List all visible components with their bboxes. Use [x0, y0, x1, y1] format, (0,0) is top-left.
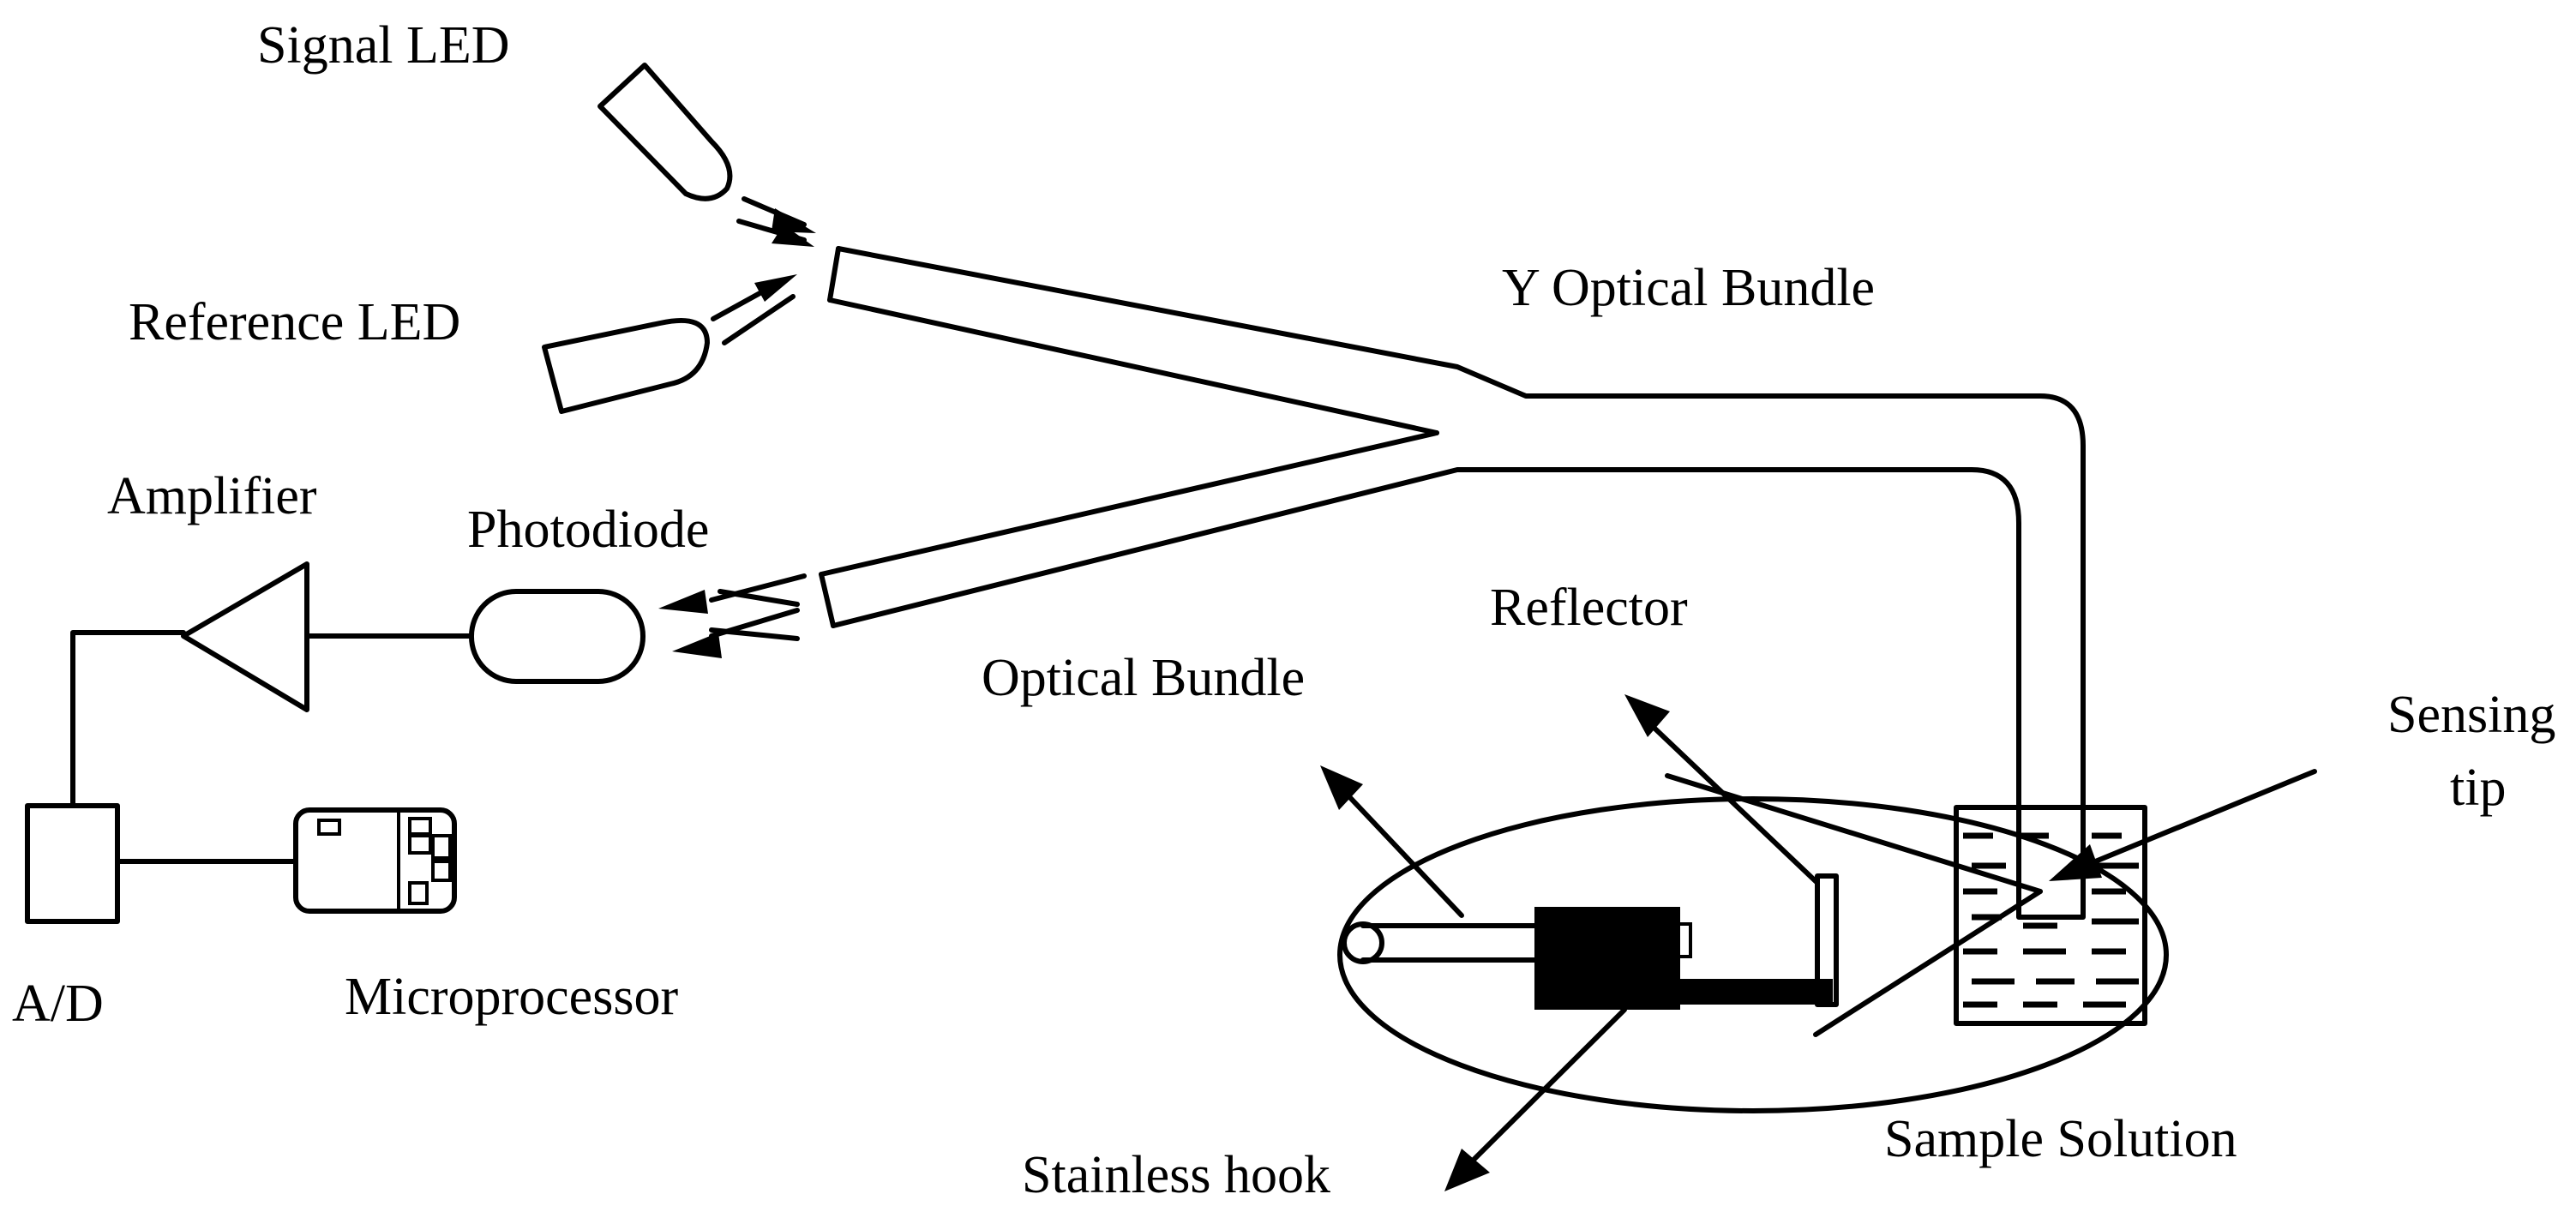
optical-bundle-pointer [1320, 765, 1464, 918]
zoom-lines [1665, 773, 2043, 1037]
sensing-tip-pointer [2049, 769, 2317, 881]
photodiode-light-arrows [658, 573, 807, 658]
y-optical-bundle-shape [819, 246, 2086, 920]
y-optical-bundle-label: Y Optical Bundle [1502, 259, 1876, 317]
sensing-tip-label-line2: tip [2450, 759, 2507, 817]
reference-led-label: Reference LED [129, 293, 461, 351]
reference-led-light-arrows [711, 274, 797, 345]
microprocessor-shape [293, 807, 457, 914]
sample-solution-label: Sample Solution [1884, 1110, 2237, 1168]
optical-bundle-label: Optical Bundle [982, 649, 1306, 707]
ad-converter-shape [25, 803, 120, 924]
magnified-sensing-tip [1337, 796, 2169, 1113]
reference-led-shape [542, 317, 710, 414]
amplifier-shape [70, 561, 474, 808]
stainless-hook-pointer [1444, 1007, 1627, 1191]
reflector-pointer [1624, 694, 1820, 885]
amplifier-label: Amplifier [107, 467, 317, 525]
sensing-tip-label-line1: Sensing [2387, 686, 2556, 744]
signal-led-shape [597, 63, 733, 201]
microprocessor-label: Microprocessor [345, 968, 679, 1026]
signal-led-label: Signal LED [257, 16, 510, 75]
stainless-hook-label: Stainless hook [1022, 1146, 1330, 1204]
sample-solution-container [1954, 805, 2147, 1026]
ad-label: A/D [12, 975, 104, 1033]
reflector-label: Reflector [1490, 579, 1688, 637]
photodiode-shape [469, 589, 646, 684]
signal-led-light-arrows [736, 196, 816, 247]
photodiode-label: Photodiode [467, 501, 710, 559]
